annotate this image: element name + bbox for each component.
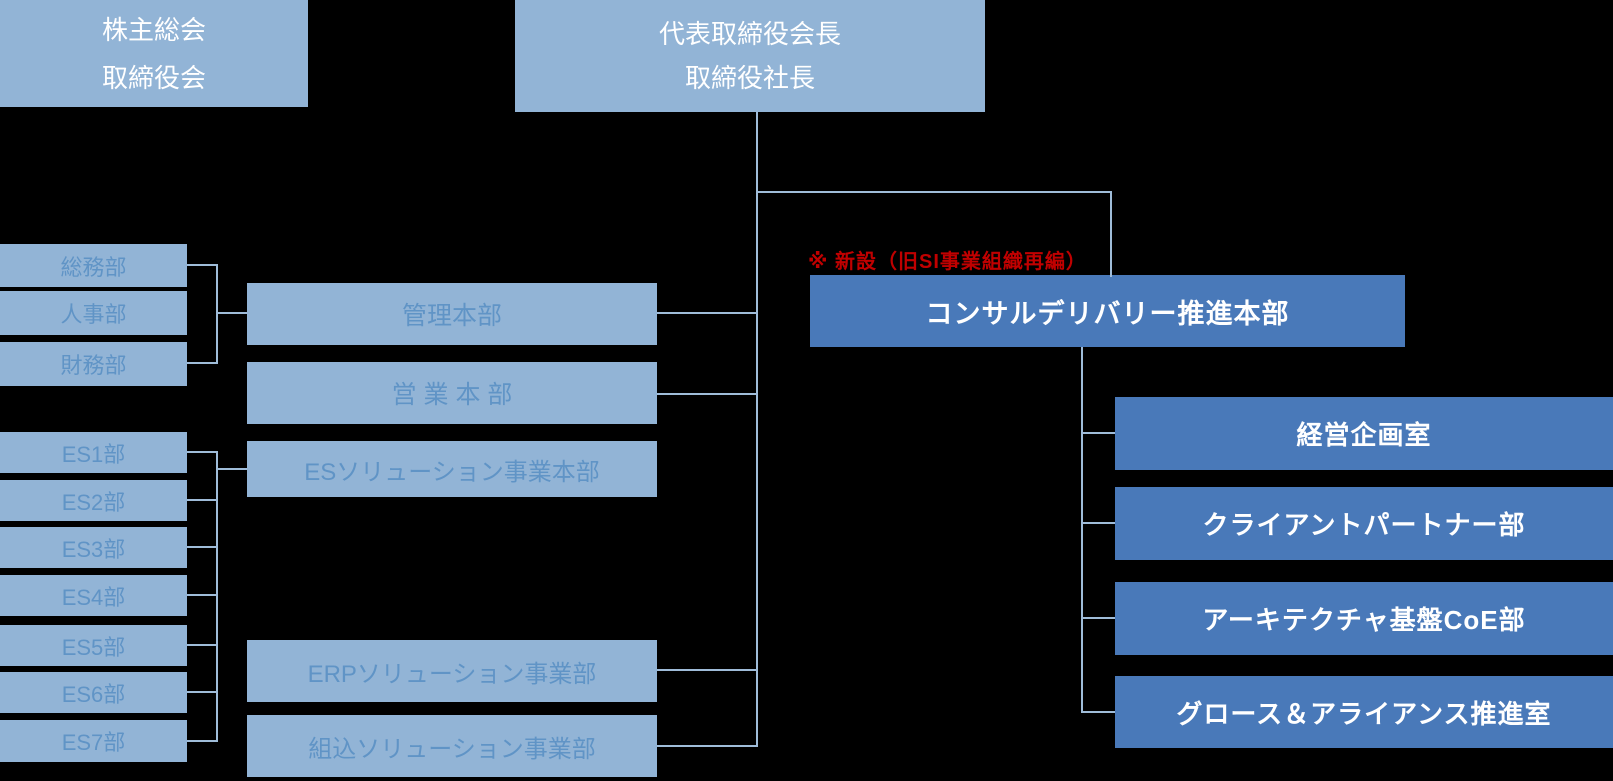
node-es-solution-division: ESソリューション事業本部: [247, 441, 657, 497]
node-corporate-planning: 経営企画室: [1115, 397, 1613, 470]
connector-line: [187, 740, 217, 742]
node-label: ES7部: [61, 730, 126, 755]
connector-line: [216, 264, 218, 364]
node-finance: 財務部: [0, 342, 187, 386]
connector-line: [216, 468, 247, 470]
node-es3: ES3部: [0, 527, 187, 568]
connector-line: [1081, 347, 1083, 713]
node-label: ESソリューション事業本部: [304, 458, 600, 486]
connector-line: [1081, 522, 1115, 524]
connector-line: [187, 264, 217, 266]
connector-line: [187, 451, 217, 453]
node-label: ES2部: [61, 489, 126, 515]
node-consulting-delivery-division: コンサルデリバリー推進本部: [810, 275, 1405, 347]
node-label: ES3部: [61, 536, 126, 562]
node-general-affairs: 総務部: [0, 244, 187, 287]
node-es7: ES7部: [0, 720, 187, 762]
node-label: 人事部: [60, 302, 127, 327]
connector-line: [187, 362, 217, 364]
connector-line: [657, 312, 757, 314]
node-label: 営 業 本 部: [391, 381, 513, 409]
node-growth-alliance: グロース＆アライアンス推進室: [1115, 676, 1613, 748]
connector-line: [187, 499, 217, 501]
node-label: 代表取締役会長: [658, 19, 841, 49]
connector-line: [1081, 711, 1115, 713]
node-label: 経営企画室: [1296, 420, 1432, 450]
connector-line: [657, 669, 757, 671]
node-label: 管理本部: [401, 302, 502, 330]
node-label: ES1部: [61, 441, 126, 467]
node-label: クライアントパートナー部: [1202, 510, 1526, 540]
connector-line: [187, 546, 217, 548]
node-label: 取締役会: [101, 62, 206, 93]
node-embedded-solution-division: 組込ソリューション事業部: [247, 715, 657, 777]
connector-line: [756, 191, 1112, 193]
node-label: 株主総会: [101, 14, 206, 45]
connector-line: [657, 745, 757, 747]
node-label: 総務部: [60, 254, 127, 280]
connector-line: [187, 644, 217, 646]
node-label: ES5部: [61, 634, 126, 660]
node-erp-solution-division: ERPソリューション事業部: [247, 640, 657, 702]
connector-line: [187, 691, 217, 693]
node-es5: ES5部: [0, 625, 187, 666]
node-es6: ES6部: [0, 672, 187, 713]
node-admin-division: 管理本部: [247, 283, 657, 345]
node-shareholders-board: 株主総会 取締役会: [0, 0, 308, 107]
node-label: ES4部: [61, 584, 126, 610]
node-architecture-coe: アーキテクチャ基盤CoE部: [1115, 582, 1613, 655]
connector-line: [216, 312, 247, 314]
node-label: コンサルデリバリー推進本部: [925, 298, 1290, 329]
node-es1: ES1部: [0, 432, 187, 473]
connector-line: [1081, 617, 1115, 619]
node-es4: ES4部: [0, 575, 187, 616]
node-label: ERPソリューション事業部: [307, 660, 597, 688]
node-president: 代表取締役会長 取締役社長: [515, 0, 985, 112]
node-label: 財務部: [60, 353, 127, 378]
node-label: 取締役社長: [684, 63, 815, 93]
node-label: 組込ソリューション事業部: [308, 735, 596, 763]
connector-line: [1110, 191, 1112, 277]
node-sales-division: 営 業 本 部: [247, 362, 657, 424]
node-label: アーキテクチャ基盤CoE部: [1202, 605, 1526, 635]
connector-line: [216, 451, 218, 742]
node-es2: ES2部: [0, 480, 187, 521]
node-label: ES6部: [61, 681, 126, 707]
connector-line: [756, 112, 758, 747]
node-client-partner: クライアントパートナー部: [1115, 487, 1613, 560]
new-division-note: ※ 新設（旧SI事業組織再編）: [808, 251, 1087, 273]
node-label: グロース＆アライアンス推進室: [1176, 698, 1552, 729]
connector-line: [187, 594, 217, 596]
connector-line: [657, 393, 757, 395]
node-hr: 人事部: [0, 291, 187, 335]
connector-line: [1081, 432, 1115, 434]
